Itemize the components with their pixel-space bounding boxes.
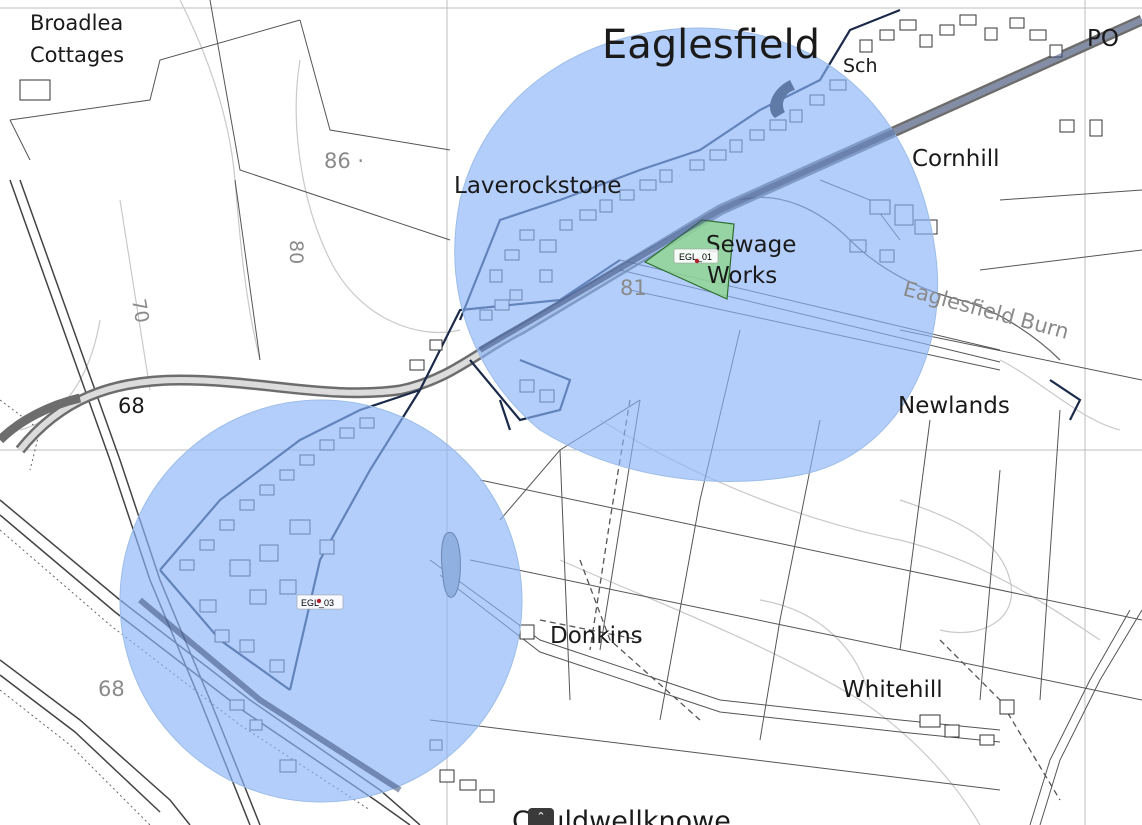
place-broadlea: Broadlea	[30, 11, 123, 35]
site-marker-egl-03[interactable]: EGL_03	[296, 594, 344, 610]
settlement-road-overlay	[138, 17, 1142, 793]
site-point	[694, 258, 700, 264]
place-sch: Sch	[843, 55, 878, 77]
place-cornhill: Cornhill	[912, 146, 1000, 172]
place-cottages: Cottages	[30, 43, 124, 67]
place-po: PO	[1087, 26, 1119, 52]
map-panel-toggle-button[interactable]: ⌃	[528, 808, 554, 825]
contour-label-68-a: 68	[118, 394, 145, 418]
site-label-box	[673, 248, 719, 264]
place-works: Works	[707, 263, 777, 289]
contour-label-81: 81	[620, 276, 647, 300]
site-label-egl-01: EGL_01	[679, 252, 712, 262]
place-newlands: Newlands	[898, 393, 1010, 419]
place-cauldwellknowe: Cauldwellknowe	[512, 806, 731, 825]
place-eaglesfield: Eaglesfield	[602, 22, 820, 68]
site-label-egl-03: EGL_03	[301, 598, 334, 608]
place-sewage: Sewage	[706, 232, 796, 258]
site-point	[316, 598, 322, 604]
contour-label-86: 86 ·	[324, 149, 364, 173]
site-marker-egl-01[interactable]: EGL_01	[673, 248, 719, 264]
contour-labels: 86 · 80 70 81 68 68	[98, 149, 647, 701]
contour-label-70: 70	[127, 297, 153, 325]
contour-label-80: 80	[285, 240, 307, 264]
place-donkins: Donkins	[550, 623, 643, 649]
place-whitehill: Whitehill	[842, 677, 943, 703]
place-laverockstone: Laverockstone	[454, 173, 621, 199]
contour-label-68-b: 68	[98, 677, 125, 701]
main-road	[0, 14, 1142, 454]
chevron-up-icon: ⌃	[536, 810, 546, 823]
